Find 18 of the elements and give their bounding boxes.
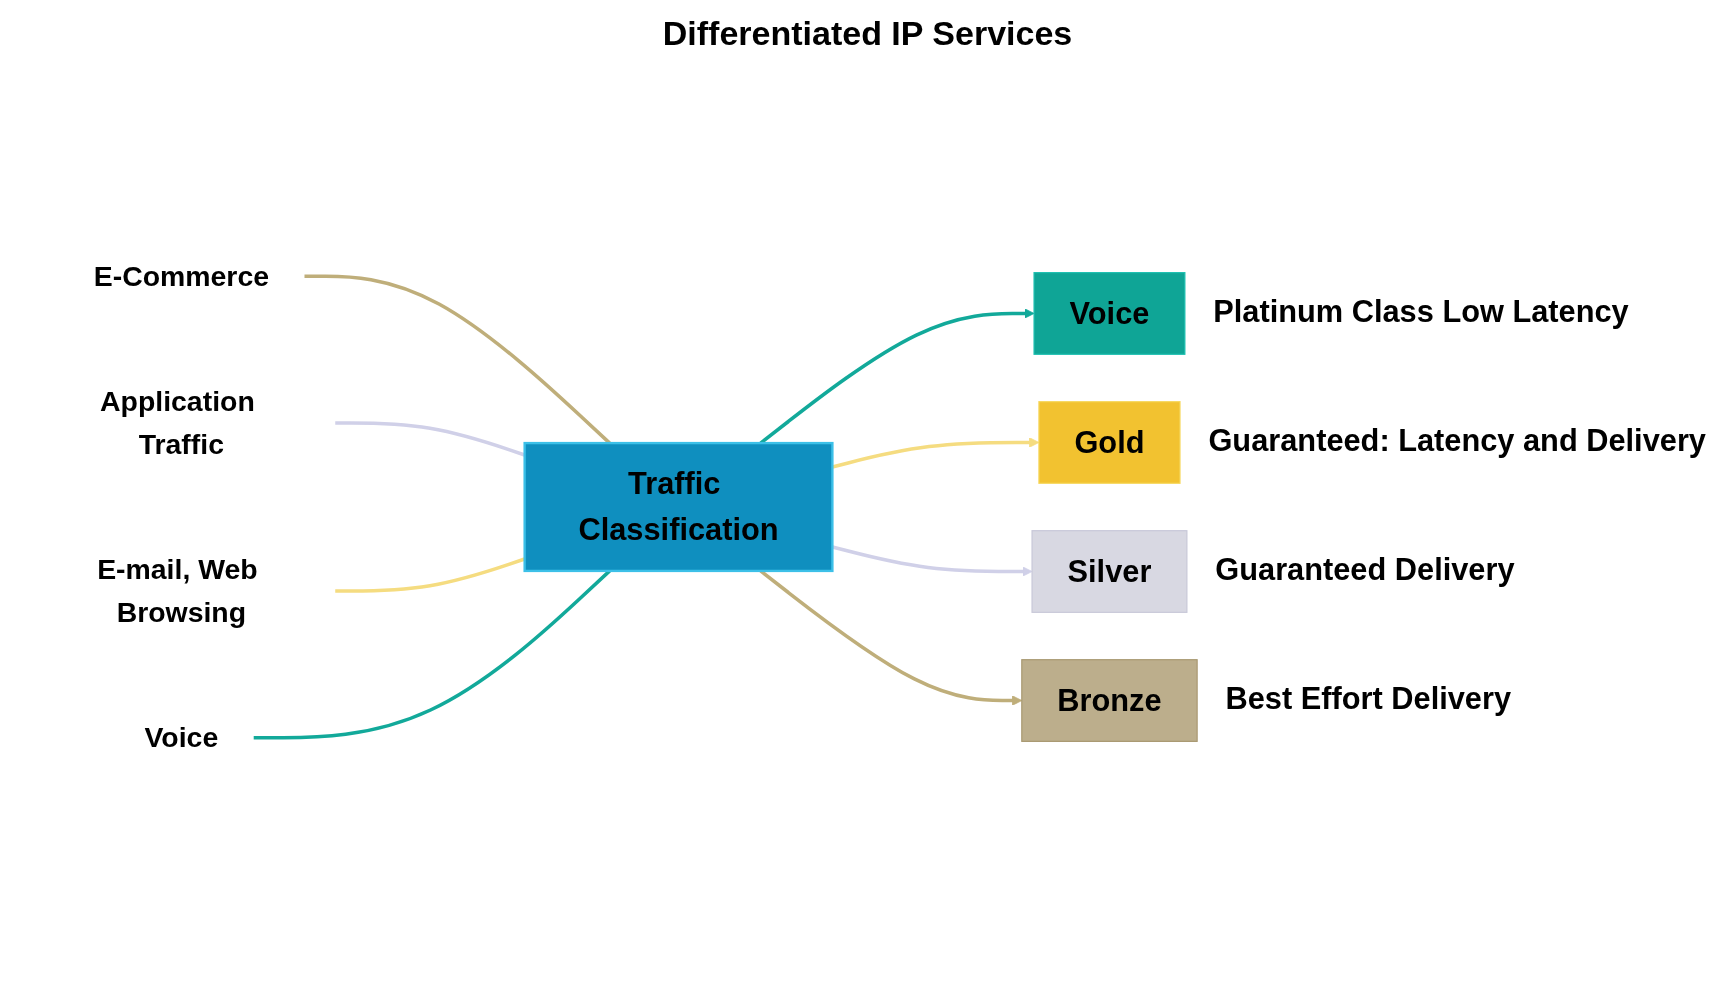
node-text: Voice: [144, 721, 218, 754]
node-text: E-Commerce: [93, 259, 269, 292]
node-box: Traffic Classification: [522, 441, 834, 573]
connector: [334, 421, 525, 457]
node-text: E-mail, Web Browsing: [96, 553, 258, 628]
node-caption: Best Effort Delivery: [1225, 680, 1511, 716]
node-caption: Platinum Class Low Latency: [1212, 293, 1629, 329]
node-text: Application Traffic: [99, 385, 255, 460]
arrow: [831, 437, 1039, 469]
node-caption: Guaranteed: Latency and Delivery: [1207, 422, 1706, 458]
diagram-title: Differentiated IP Services: [661, 14, 1074, 53]
node-caption: Guaranteed Delivery: [1214, 551, 1515, 587]
connector: [334, 557, 525, 593]
node-box: Gold: [1037, 401, 1181, 484]
node-box: Bronze: [1020, 659, 1198, 742]
arrow: [831, 545, 1032, 577]
node-box: Silver: [1030, 530, 1187, 613]
node-box: Voice: [1032, 272, 1185, 355]
